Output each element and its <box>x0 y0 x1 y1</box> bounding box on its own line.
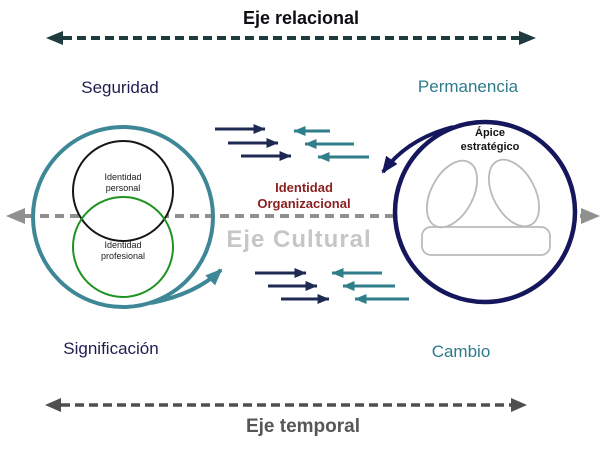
identidad-organizacional-label: Identidad Organizacional <box>257 180 351 211</box>
pole-significacion: Significación <box>63 339 159 358</box>
identidad-profesional-label: Identidad profesional <box>100 240 146 261</box>
apice-estrategico-label: Ápice estratégico <box>460 127 520 153</box>
organization-circle <box>381 119 578 305</box>
navy-tangent-arrow <box>381 125 454 174</box>
pole-cambio: Cambio <box>431 342 491 361</box>
identidad-personal-circle <box>72 140 174 242</box>
relational-axis-label: Eje relacional <box>242 8 360 28</box>
teal-tangent-arrow <box>150 268 223 305</box>
pole-permanencia: Permanencia <box>417 77 519 96</box>
cultural-axis-label: Eje Cultural <box>226 226 372 253</box>
personal-identity-circle <box>31 125 223 309</box>
teal-exchange-arrows <box>293 126 409 304</box>
temporal-axis-line <box>45 398 527 412</box>
temporal-axis-label: Eje temporal <box>245 416 361 437</box>
relational-axis-line <box>46 31 536 45</box>
identidad-personal-label: Identidad personal <box>104 172 142 193</box>
navy-exchange-arrows <box>215 124 330 304</box>
mintzberg-structure-shapes <box>421 158 551 256</box>
identidad-profesional-circle <box>72 196 174 298</box>
pole-seguridad: Seguridad <box>81 78 159 97</box>
